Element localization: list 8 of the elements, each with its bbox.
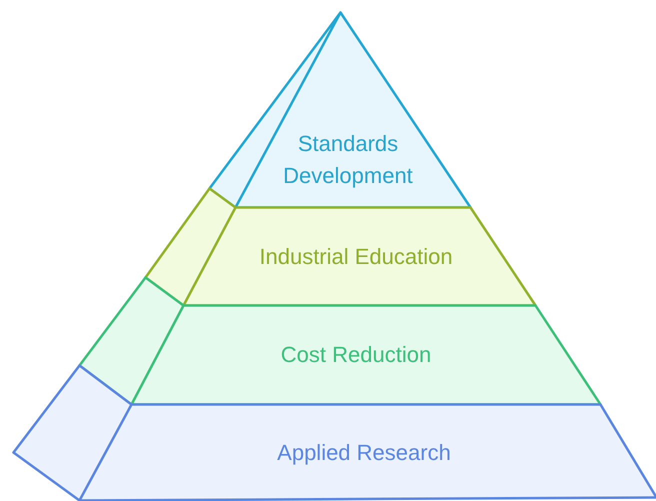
pyramid-tier [208,10,472,208]
pyramid-tier [78,276,602,406]
tier-label: Cost Reduction [280,341,432,369]
tier-label: Applied Research [276,439,452,467]
tier-label: Standards Development [282,130,414,190]
tier-label: Industrial Education [258,243,454,271]
pyramid-tier [12,364,656,501]
pyramid-tier [144,186,536,306]
